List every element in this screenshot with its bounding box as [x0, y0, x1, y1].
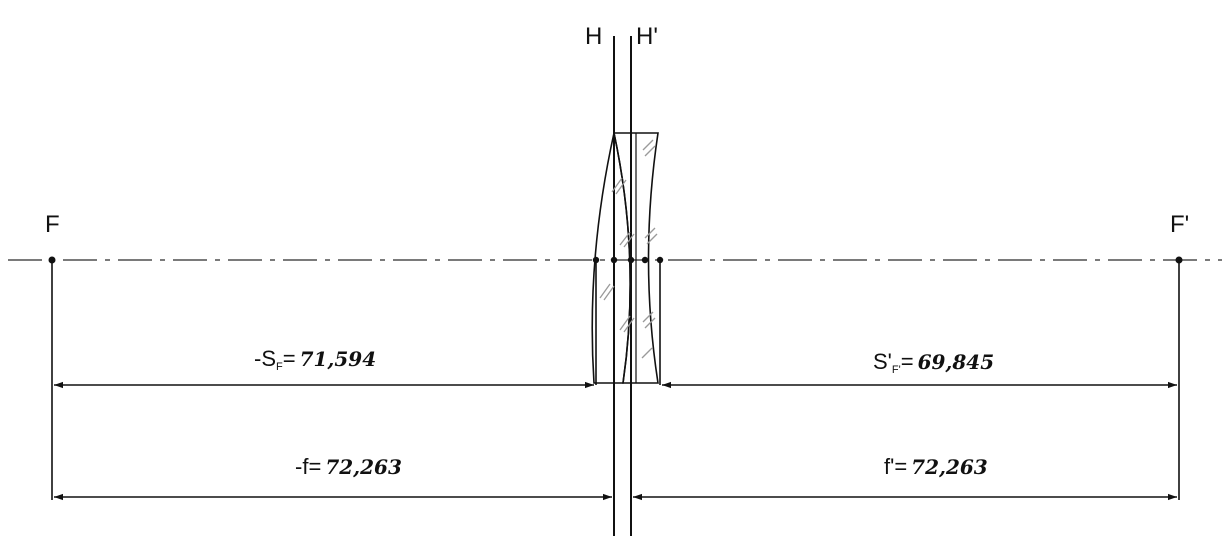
dim-label-back-focal-front: -SF=71,594	[254, 346, 376, 373]
label-f: F	[45, 211, 60, 238]
label-h-prime: H'	[636, 23, 658, 50]
axis-points	[48, 256, 1183, 264]
lens-vertex-1	[592, 256, 600, 264]
dim-label-back-focal-rear: S'F'=69,845	[873, 349, 994, 376]
lens-element-rear	[613, 132, 659, 384]
dim-label-focal-rear: f'=72,263	[884, 454, 988, 479]
glass-hatching	[599, 139, 658, 359]
principal-point-h	[610, 256, 618, 264]
label-h: H	[585, 23, 602, 50]
lens-doublet	[591, 132, 659, 384]
focal-point-f	[48, 256, 56, 264]
dim-label-focal-front: -f=72,263	[295, 454, 402, 479]
extension-lines	[51, 262, 1180, 500]
label-f-prime: F'	[1170, 211, 1189, 238]
principal-point-h-prime	[627, 256, 635, 264]
lens-vertex-2	[641, 256, 649, 264]
focal-point-f-prime	[1175, 256, 1183, 264]
lens-vertex-3	[656, 256, 664, 264]
